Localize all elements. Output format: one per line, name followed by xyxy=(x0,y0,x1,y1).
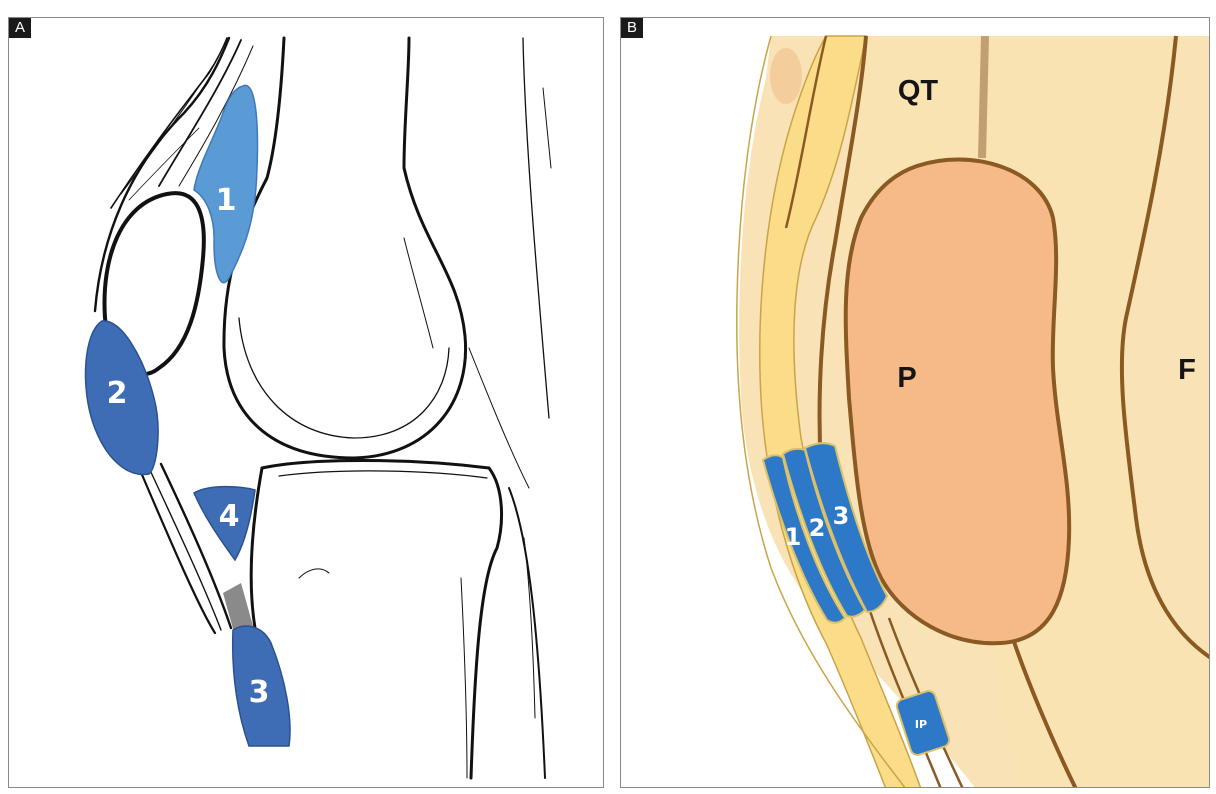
tibia-outline xyxy=(251,461,545,779)
panel-a: A xyxy=(8,17,604,788)
bursa-b-1-label: 1 xyxy=(785,523,802,551)
bursa-4-label: 4 xyxy=(219,499,240,534)
knee-sagittal-schematic: 1 2 3 IP QT P F xyxy=(621,18,1210,788)
bursa-b-2-label: 2 xyxy=(809,514,826,542)
bursa-3: 3 xyxy=(233,626,290,746)
skin-mark xyxy=(770,48,802,104)
panel-a-tag: A xyxy=(9,18,31,38)
femur-outline xyxy=(224,38,551,488)
patella-label: P xyxy=(897,362,916,394)
bursa-3-label: 3 xyxy=(249,675,270,710)
bursa-2-label: 2 xyxy=(107,376,128,411)
qt-label: QT xyxy=(898,75,939,107)
patella-shape xyxy=(846,159,1069,643)
knee-line-drawing: 1 2 3 4 xyxy=(9,18,604,788)
bursa-4: 4 xyxy=(194,487,255,560)
bursa-b-3-label: 3 xyxy=(833,502,850,530)
panel-b: B 1 2 3 xyxy=(620,17,1210,788)
bursa-1-label: 1 xyxy=(216,183,237,218)
panel-b-tag: B xyxy=(621,18,643,38)
bursa-ip-label: IP xyxy=(915,718,927,731)
qt-central-fibre xyxy=(982,36,985,158)
femur-label: F xyxy=(1178,354,1196,386)
